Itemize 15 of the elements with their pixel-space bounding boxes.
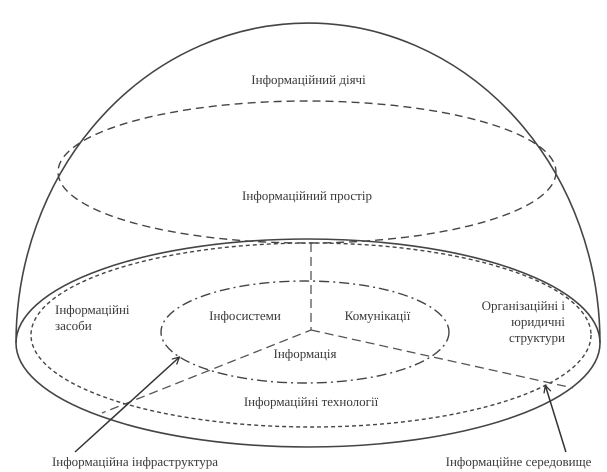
sector-label: Інформаційні засоби	[55, 302, 131, 334]
region-label: Інформаційний простір	[242, 188, 372, 204]
region-label: Інформація	[274, 346, 336, 362]
caption-text: Інформаційна інфраструктура	[52, 454, 218, 470]
sector-label: Інфосистеми	[208, 308, 282, 324]
region-label: Інформаційні технології	[244, 394, 378, 410]
sector-label: Комунікації	[344, 308, 412, 324]
caption-text: Інформаційне середовище	[446, 454, 592, 470]
dash-dot-ellipse	[160, 280, 450, 384]
region-label: Інформаційний діячі	[251, 72, 366, 88]
dashed-ellipse	[30, 242, 592, 428]
arrow	[74, 356, 180, 453]
arrow	[543, 384, 567, 452]
sector-label: Організаційні і юридичні структури	[480, 298, 565, 346]
dashed-ellipse	[57, 100, 557, 244]
